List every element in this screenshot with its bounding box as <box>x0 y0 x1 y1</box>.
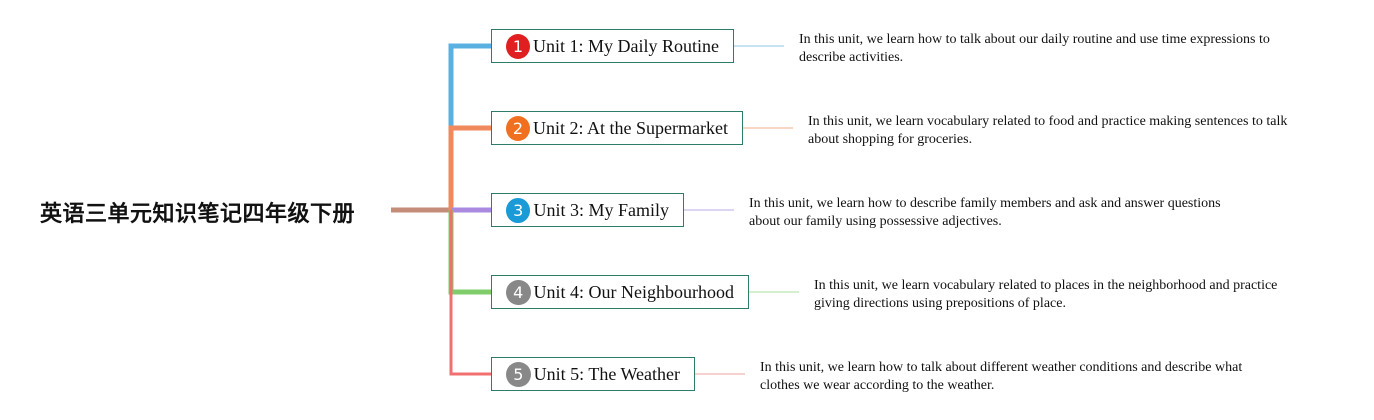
unit-note-2: In this unit, we learn vocabulary relate… <box>808 114 1288 147</box>
unit-node-4[interactable]: 4 Unit 4: Our Neighbourhood <box>491 275 749 309</box>
unit-note-5: In this unit, we learn how to talk about… <box>760 360 1243 393</box>
unit-node-3[interactable]: 3 Unit 3: My Family <box>491 193 684 227</box>
branch-2 <box>448 125 491 210</box>
unit-note-4: In this unit, we learn vocabulary relate… <box>814 278 1278 311</box>
unit-node-5[interactable]: 5 Unit 5: The Weather <box>491 357 695 391</box>
branch-4 <box>448 210 491 295</box>
unit-title: Unit 5: The Weather <box>533 363 680 384</box>
unit-note-1: In this unit, we learn how to talk about… <box>799 32 1270 65</box>
unit-note-3: In this unit, we learn how to describe f… <box>749 196 1221 229</box>
number-1-icon: 1 <box>506 33 530 59</box>
branch-5 <box>449 210 491 376</box>
number-4-icon: 4 <box>506 279 531 305</box>
unit-title: Unit 2: At the Supermarket <box>533 117 728 138</box>
unit-node-1[interactable]: 1 Unit 1: My Daily Routine <box>491 29 734 63</box>
number-3-icon: 3 <box>506 197 531 223</box>
unit-node-2[interactable]: 2 Unit 2: At the Supermarket <box>491 111 743 145</box>
unit-title: Unit 4: Our Neighbourhood <box>533 281 734 302</box>
number-2-icon: 2 <box>506 115 531 141</box>
root-topic[interactable]: 英语三单元知识笔记四年级下册 <box>40 202 356 227</box>
unit-title: Unit 3: My Family <box>533 199 669 220</box>
number-5-icon: 5 <box>506 361 531 387</box>
unit-title: Unit 1: My Daily Routine <box>533 35 719 56</box>
